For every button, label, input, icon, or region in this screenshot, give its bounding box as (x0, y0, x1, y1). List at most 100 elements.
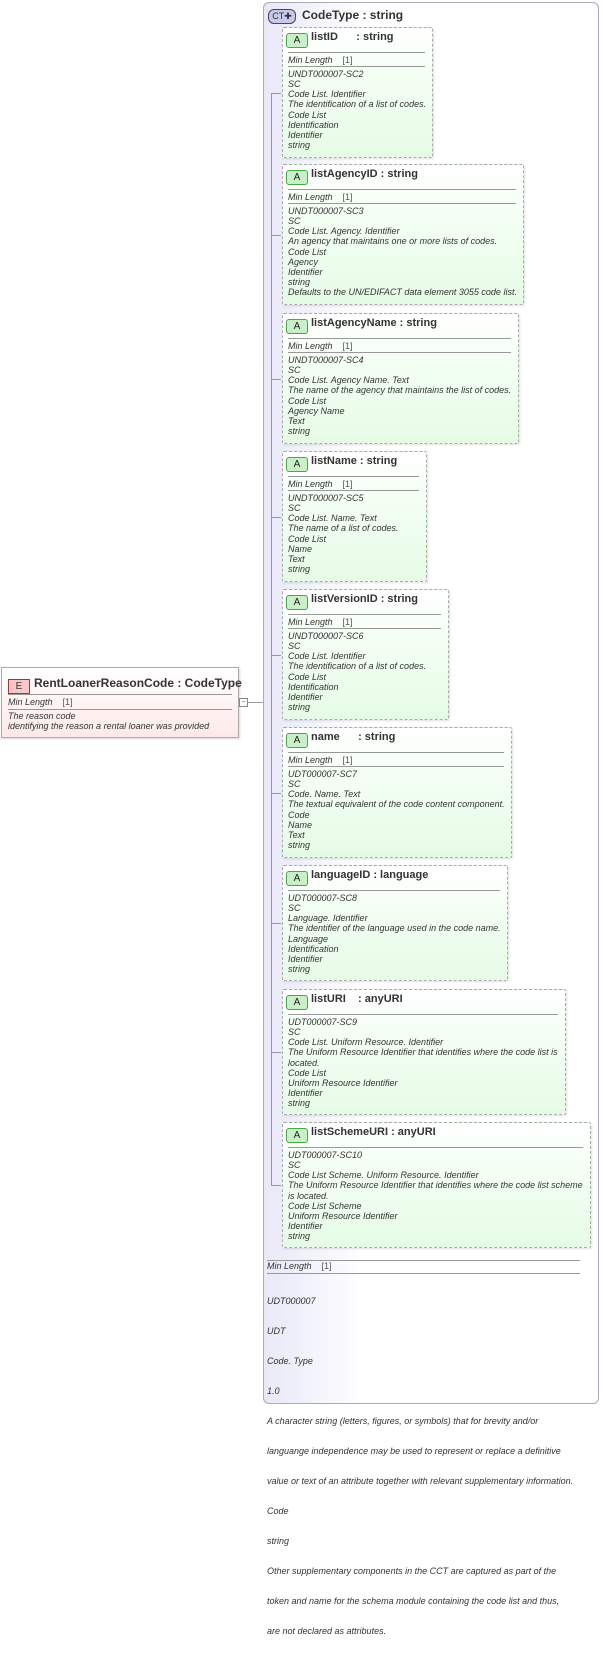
divider (288, 338, 511, 339)
doc-line: Identifier (288, 1088, 323, 1099)
facet-value: [1] (342, 617, 353, 627)
doc-line: UDT000007-SC9 (288, 1017, 358, 1027)
doc-line: The Uniform Resource Identifier that ide… (288, 1180, 583, 1191)
attribute-badge: A (286, 457, 308, 472)
divider (8, 694, 232, 695)
doc-line: string (288, 564, 311, 575)
doc-line: Code. Type (267, 1356, 313, 1366)
doc-line: The name of the agency that maintains th… (288, 385, 512, 396)
attribute-tick (271, 517, 281, 518)
divider (288, 203, 516, 204)
doc-line: SC (288, 641, 301, 652)
doc-line: SC (288, 1027, 301, 1038)
doc-line: UDT (267, 1326, 286, 1336)
doc-line: UNDT000007-SC5 (288, 493, 364, 503)
doc-line: UDT000007-SC7 (288, 769, 358, 779)
doc-line: Code (267, 1506, 289, 1516)
doc-line: Text (288, 415, 305, 426)
doc-line: is located. (288, 1190, 329, 1201)
doc-line: Code List (288, 246, 327, 257)
divider (8, 709, 232, 710)
attribute-facet: Min Length [1] (288, 617, 353, 627)
doc-line: SC (288, 365, 301, 376)
doc-line: Agency Name (288, 405, 345, 416)
doc-line: SC (288, 216, 301, 227)
doc-line: UNDT000007-SC6 (288, 631, 364, 641)
attribute-title: listAgencyName : string (311, 317, 437, 329)
doc-line: SC (288, 79, 301, 90)
attribute-badge: A (286, 1128, 308, 1143)
facet-label: Min Length (288, 192, 333, 202)
doc-line: Code. Name. Text (288, 789, 361, 800)
collapse-toggle[interactable]: − (239, 698, 248, 707)
attribute-tick (271, 923, 281, 924)
facet-value: [1] (342, 55, 353, 65)
attribute-badge: A (286, 319, 308, 334)
divider (267, 1260, 580, 1261)
doc-line: Identification (288, 943, 339, 954)
doc-line: identifying the reason a rental loaner w… (8, 721, 210, 731)
doc-line: Code List Scheme (288, 1200, 362, 1211)
divider (288, 66, 425, 67)
doc-line: string (288, 1231, 311, 1242)
attribute-facet: Min Length[1] (288, 341, 353, 351)
attribute-facet: Min Length[1] (288, 55, 353, 65)
doc-line: Code List (288, 533, 327, 544)
doc-line: UDT000007-SC8 (288, 893, 358, 903)
doc-line: The name of a list of codes. (288, 523, 399, 534)
doc-line: Code List Scheme. Uniform Resource. Iden… (288, 1170, 479, 1181)
expand-icon: ✚ (284, 11, 292, 21)
doc-line: The reason code (8, 711, 76, 721)
attribute-title: listVersionID : string (311, 593, 418, 605)
doc-line: Code List (288, 109, 327, 120)
doc-line: Code (288, 809, 310, 820)
doc-line: Identifier (288, 266, 323, 277)
ct-facet: Min Length[1] (267, 1261, 332, 1271)
doc-line: Text (288, 553, 305, 564)
divider (288, 476, 419, 477)
facet-value: [1] (342, 192, 353, 202)
divider (288, 189, 516, 190)
doc-line: 1.0 (267, 1386, 280, 1396)
doc-line: Agency (288, 256, 319, 267)
attribute-title: listName : string (311, 455, 398, 467)
ct-badge-text: CT (272, 11, 285, 21)
doc-line: Identifier (288, 691, 323, 702)
complex-type-badge: CT✚ (268, 9, 296, 24)
facet-value: [1] (342, 341, 353, 351)
doc-line: Code List. Agency. Identifier (288, 226, 400, 237)
attribute-badge: A (286, 33, 308, 48)
doc-line: token and name for the schema module con… (267, 1596, 560, 1606)
doc-line: Identifier (288, 1221, 323, 1232)
facet-label: Min Length (288, 479, 333, 489)
facet-label: Min Length (288, 617, 333, 627)
facet-value: [1] (342, 479, 353, 489)
attribute-badge: A (286, 170, 308, 185)
divider (288, 766, 504, 767)
doc-line: string (288, 1098, 311, 1109)
element-node[interactable]: E RentLoanerReasonCode : CodeType Min Le… (1, 667, 242, 738)
doc-line: A character string (letters, figures, or… (267, 1416, 539, 1426)
attribute-connector (271, 93, 272, 1185)
doc-line: Name (288, 819, 313, 830)
attribute-facet: Min Length [1] (288, 479, 353, 489)
doc-line: Text (288, 829, 305, 840)
doc-line: Identifier (288, 953, 323, 964)
doc-line: UNDT000007-SC4 (288, 355, 364, 365)
doc-line: The identifier of the language used in t… (288, 923, 501, 934)
